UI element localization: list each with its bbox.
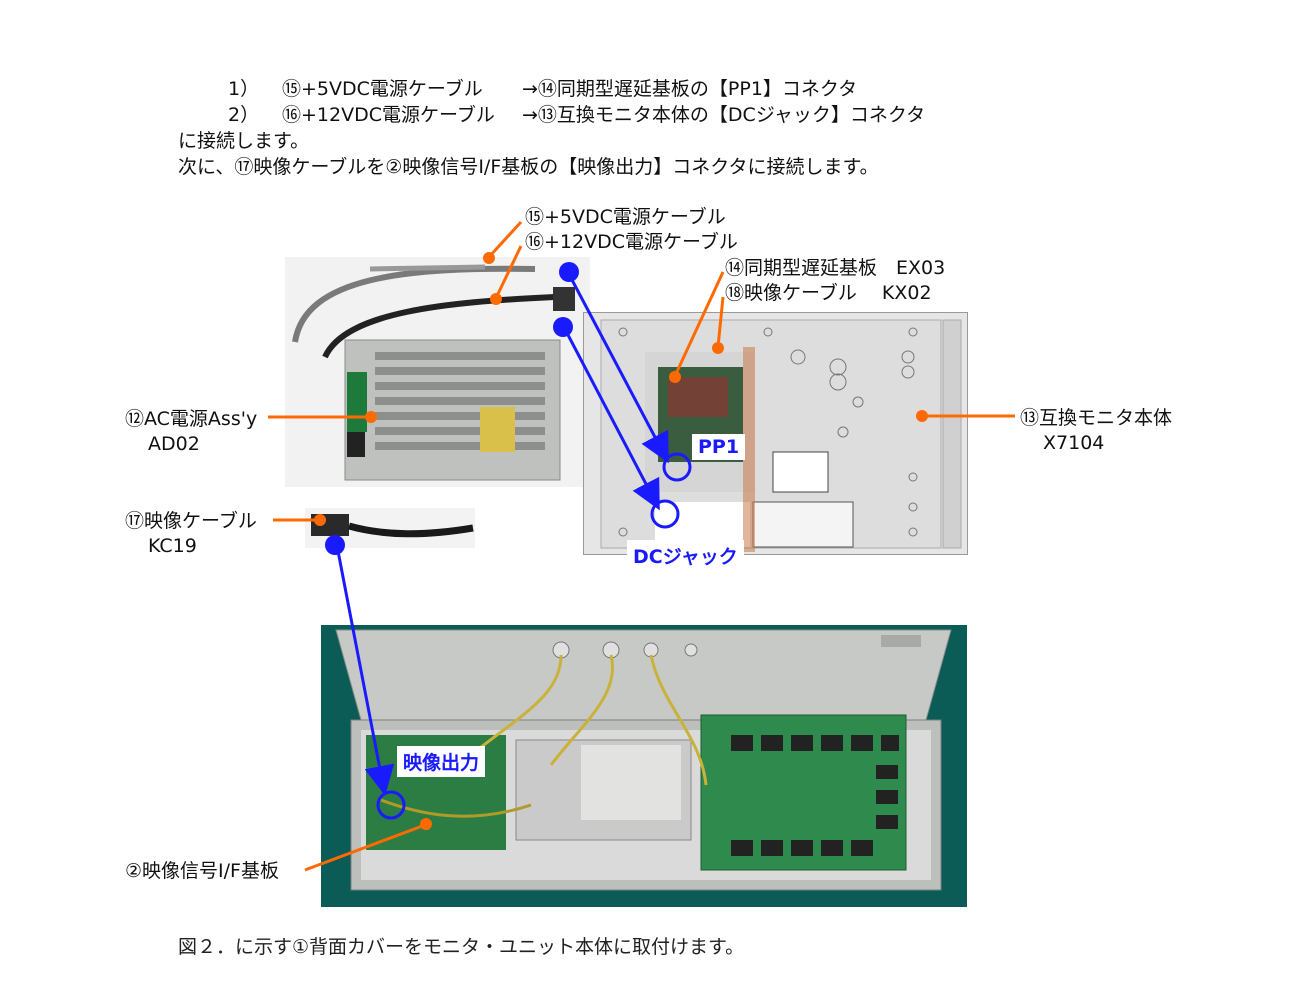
label-video-cable-17: ⑰映像ケーブル (125, 510, 257, 532)
label-delay-board: ⑭同期型遅延基板 EX03 (725, 257, 946, 279)
label-cable-5v: ⑮+5VDC電源ケーブル (525, 206, 726, 228)
label-if-board: ②映像信号I/F基板 (125, 860, 279, 882)
label-ac-power: ⑫AC電源Ass'y (125, 408, 258, 430)
label-video-cable-18: ⑱映像ケーブル KX02 (725, 282, 932, 304)
instr-line2-item: ⑯+12VDC電源ケーブル (282, 104, 495, 126)
label-ac-power-code: AD02 (148, 433, 200, 455)
instr-line1-target: →⑭同期型遅延基板の【PP1】コネクタ (522, 78, 858, 100)
ac-power-photo (285, 257, 590, 487)
instr-line1-num: 1） (228, 78, 260, 100)
instr-line4: 次に、⑰映像ケーブルを②映像信号I/F基板の【映像出力】コネクタに接続します。 (178, 156, 879, 178)
label-monitor-code: X7104 (1043, 432, 1105, 454)
instr-line3: に接続します。 (178, 130, 310, 152)
instr-line1-item: ⑮+5VDC電源ケーブル (282, 78, 483, 100)
tag-dc-jack: DCジャック (627, 540, 744, 571)
label-cable-12v: ⑯+12VDC電源ケーブル (525, 231, 738, 253)
tag-video-out: 映像出力 (397, 746, 486, 777)
label-video-cable-17-code: KC19 (148, 535, 197, 557)
tag-pp1: PP1 (692, 434, 746, 460)
label-monitor: ⑬互換モニタ本体 (1020, 407, 1173, 429)
instr-line2-num: 2） (228, 104, 260, 126)
instr-line2-target: →⑬互換モニタ本体の【DCジャック】コネクタ (522, 104, 926, 126)
figure-caption: 図２．に示す①背面カバーをモニタ・ユニット本体に取付けます。 (178, 936, 745, 958)
